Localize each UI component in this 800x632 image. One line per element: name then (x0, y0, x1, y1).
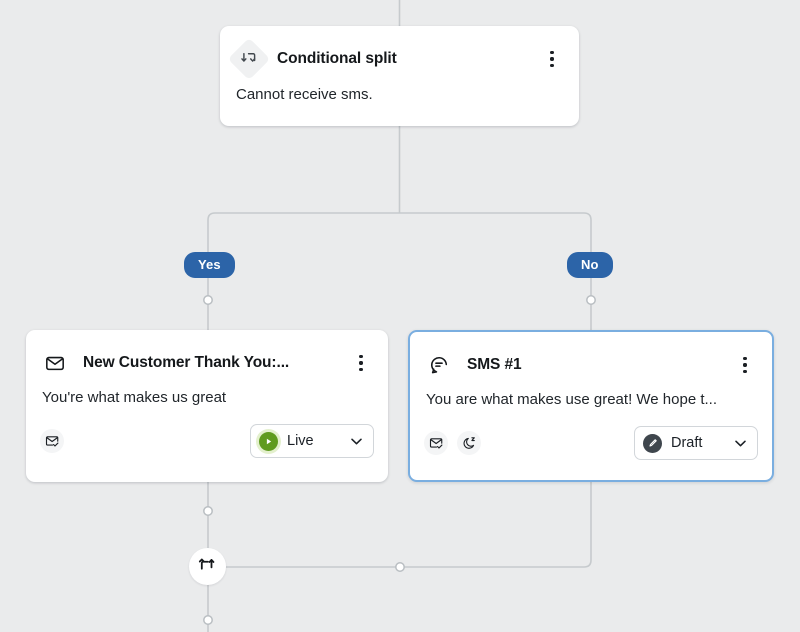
chevron-down-icon[interactable] (733, 436, 748, 451)
node-badges (40, 429, 250, 453)
edge-handle-yes (203, 295, 213, 305)
node-description: Cannot receive sms. (236, 86, 373, 103)
edge-sms-to-merge (226, 482, 592, 568)
envelope-check-icon (424, 431, 448, 455)
node-title: New Customer Thank You:... (83, 354, 290, 371)
node-title: SMS #1 (467, 356, 522, 373)
node-badges (424, 431, 634, 455)
status-select-draft[interactable]: Draft (634, 426, 758, 460)
moon-quiet-hours-icon (457, 431, 481, 455)
status-label: Draft (671, 435, 703, 451)
branch-badge-yes-label: Yes (198, 257, 221, 272)
card-header: SMS #1 (410, 332, 772, 382)
edge-branch-bar (207, 212, 592, 300)
conditional-split-node[interactable]: Conditional split Cannot receive sms. (220, 26, 579, 126)
merge-arrows-icon (198, 555, 217, 579)
kebab-menu-icon[interactable] (734, 352, 756, 378)
split-arrows-icon (227, 37, 271, 81)
email-node[interactable]: New Customer Thank You:... You're what m… (26, 330, 388, 482)
merge-node[interactable] (189, 548, 226, 585)
edge-handle-merge-out (203, 615, 213, 625)
play-circle-icon (259, 431, 278, 451)
envelope-check-icon (40, 429, 64, 453)
status-label: Live (287, 433, 314, 449)
node-title: Conditional split (277, 50, 397, 67)
branch-badge-no[interactable]: No (567, 252, 613, 278)
card-header: Conditional split (220, 26, 579, 81)
branch-badge-no-label: No (581, 257, 599, 272)
node-description: You're what makes us great (42, 389, 227, 406)
kebab-menu-icon[interactable] (350, 350, 372, 376)
branch-badge-yes[interactable]: Yes (184, 252, 235, 278)
card-footer: Draft (410, 425, 772, 461)
edge-handle-no (586, 295, 596, 305)
pencil-circle-icon (643, 433, 662, 453)
chevron-down-icon[interactable] (349, 434, 364, 449)
edge-handle-merge-in (395, 562, 405, 572)
kebab-menu-icon[interactable] (541, 46, 563, 72)
card-footer: Live (26, 423, 388, 459)
chat-bubble-icon (424, 350, 454, 380)
envelope-icon (40, 348, 70, 378)
sms-node[interactable]: SMS #1 You are what makes use great! We … (408, 330, 774, 482)
node-description: You are what makes use great! We hope t.… (426, 391, 718, 408)
card-header: New Customer Thank You:... (26, 330, 388, 380)
edge-handle-email-out (203, 506, 213, 516)
status-select-live[interactable]: Live (250, 424, 374, 458)
